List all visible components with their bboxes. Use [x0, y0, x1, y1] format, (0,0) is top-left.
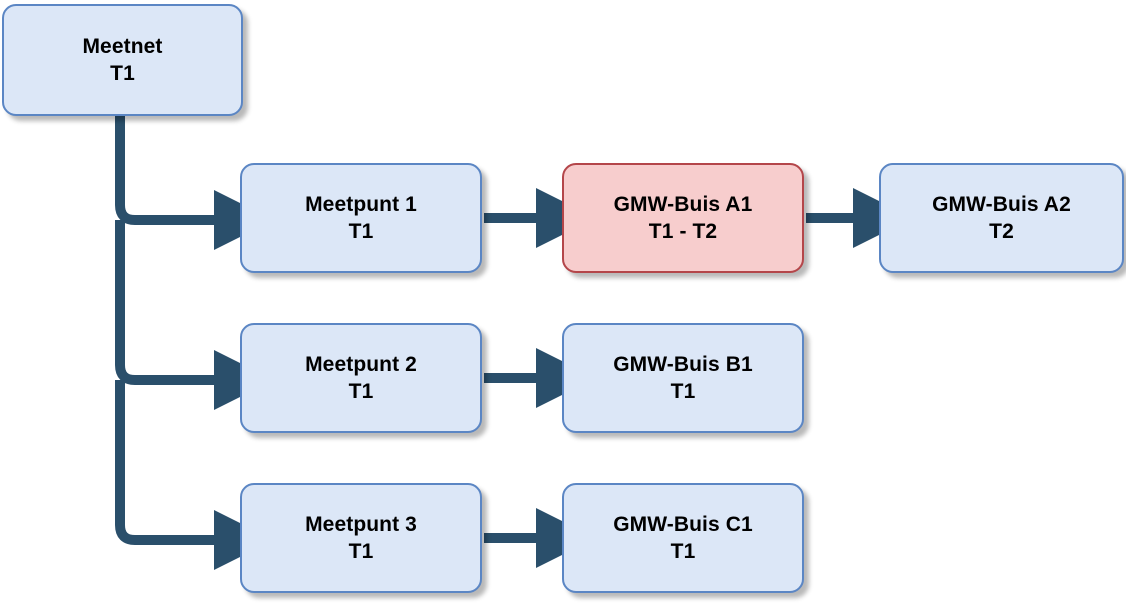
- node-meetpunt-1[interactable]: Meetpunt 1 T1: [240, 163, 482, 273]
- node-gmw-buis-c1[interactable]: GMW-Buis C1 T1: [562, 483, 804, 593]
- node-meetnet[interactable]: Meetnet T1: [2, 4, 243, 116]
- node-gmw-buis-a1-line2: T1 - T2: [648, 220, 718, 243]
- node-gmw-buis-a1-line1: GMW-Buis A1: [613, 192, 753, 216]
- node-gmw-buis-a1[interactable]: GMW-Buis A1 T1 - T2: [562, 163, 804, 273]
- node-gmw-buis-a2-line1: GMW-Buis A2: [932, 192, 1071, 216]
- node-meetnet-line2: T1: [110, 62, 135, 85]
- node-gmw-buis-c1-line1: GMW-Buis C1: [613, 512, 753, 536]
- node-gmw-buis-b1[interactable]: GMW-Buis B1 T1: [562, 323, 804, 433]
- node-gmw-buis-b1-line1: GMW-Buis B1: [613, 352, 753, 376]
- edge-meetnet-to-meetpunt3: [115, 380, 274, 570]
- node-gmw-buis-a2[interactable]: GMW-Buis A2 T2: [879, 163, 1124, 273]
- node-meetpunt-3[interactable]: Meetpunt 3 T1: [240, 483, 482, 593]
- node-meetpunt-2-line2: T1: [348, 380, 374, 403]
- node-gmw-buis-a2-line2: T2: [989, 220, 1014, 243]
- node-meetpunt-2-line1: Meetpunt 2: [305, 352, 417, 376]
- node-gmw-buis-b1-line2: T1: [670, 380, 696, 403]
- node-meetpunt-2[interactable]: Meetpunt 2 T1: [240, 323, 482, 433]
- node-meetpunt-3-line2: T1: [348, 540, 374, 563]
- node-meetpunt-1-line2: T1: [348, 220, 374, 243]
- edge-meetnet-to-meetpunt1: [115, 112, 274, 250]
- node-meetpunt-1-line1: Meetpunt 1: [305, 192, 417, 216]
- edge-meetnet-to-meetpunt2: [115, 220, 274, 410]
- node-meetnet-line1: Meetnet: [82, 34, 163, 58]
- node-gmw-buis-c1-line2: T1: [670, 540, 696, 563]
- node-meetpunt-3-line1: Meetpunt 3: [305, 512, 417, 536]
